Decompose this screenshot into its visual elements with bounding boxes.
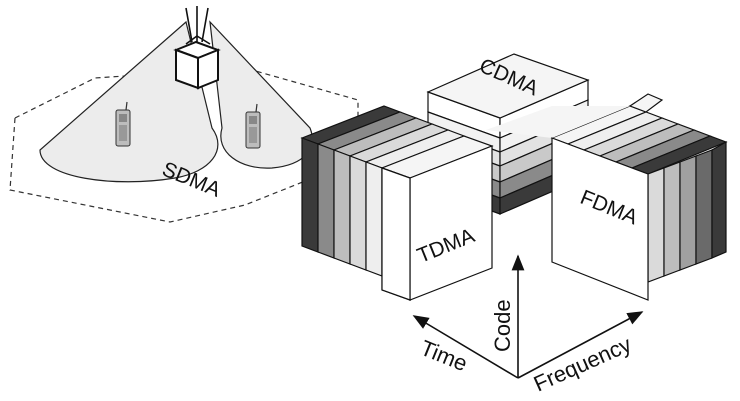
code-axis-label: Code (490, 299, 515, 352)
fdma-block (486, 93, 728, 301)
sdma-illustration: SDMA (9, 6, 359, 223)
time-axis-label: Time (417, 335, 471, 376)
base-station-cube-icon (173, 40, 221, 90)
sdma-beam-right (209, 20, 313, 169)
mobile-phone-icon (115, 101, 131, 147)
sdma-beam-left (39, 20, 219, 183)
base-station-antenna-icon (185, 6, 211, 45)
tdma-block (300, 105, 494, 301)
axes (412, 254, 644, 379)
mobile-phone-icon (245, 103, 261, 149)
time-axis-arrow (412, 315, 519, 379)
frequency-axis-arrow (517, 311, 644, 379)
